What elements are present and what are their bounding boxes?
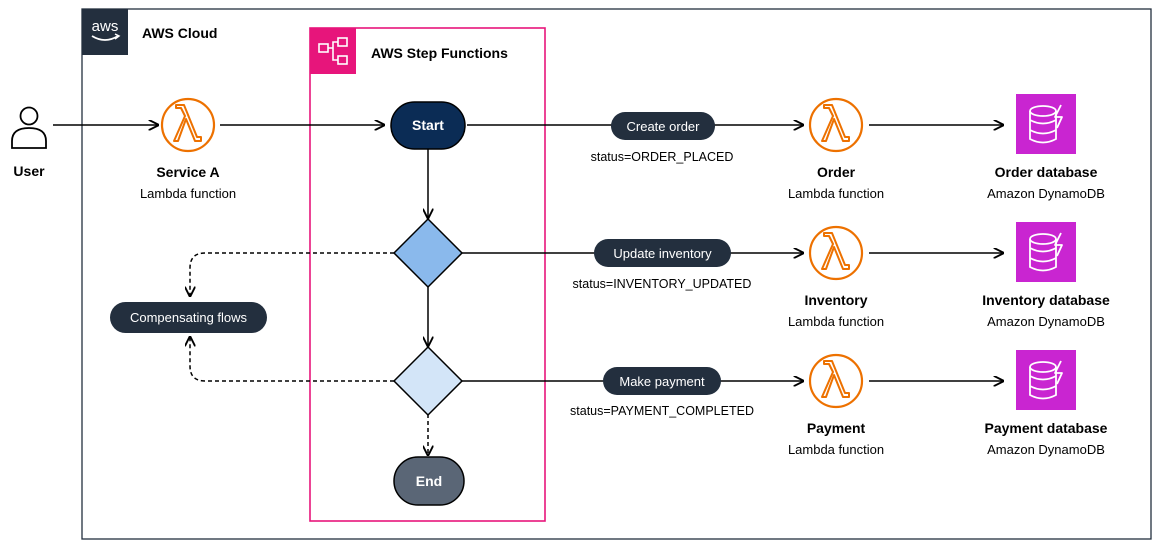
- status-text: status=ORDER_PLACED: [591, 150, 734, 164]
- service-a-subtitle: Lambda function: [140, 186, 236, 201]
- user: User: [11, 106, 47, 179]
- end-node: [393, 456, 465, 506]
- aws-logo-icon: [82, 9, 128, 55]
- dynamodb-icon: [1016, 94, 1076, 154]
- status-text: status=INVENTORY_UPDATED: [573, 277, 752, 291]
- db-title: Order database: [995, 164, 1098, 180]
- status-text: status=PAYMENT_COMPLETED: [570, 404, 754, 418]
- compensating-flows-pill: [110, 302, 267, 333]
- lambda-icon: [808, 225, 864, 281]
- end-label: End: [416, 473, 442, 489]
- compensating-flow-2-arrow: [190, 337, 394, 382]
- step-functions-group: AWS Step Functions: [309, 27, 546, 522]
- start-label: Start: [412, 117, 444, 133]
- step-pill-label: Update inventory: [613, 246, 712, 261]
- decision-node-1: [392, 217, 464, 289]
- dynamodb-icon: [1016, 350, 1076, 410]
- row-make-payment: Make payment status=PAYMENT_COMPLETED Pa…: [570, 350, 1108, 457]
- lambda-title: Order: [817, 164, 856, 180]
- aws-cloud-title: AWS Cloud: [142, 25, 217, 41]
- step-functions-border: [309, 27, 546, 522]
- start-node: [390, 101, 466, 150]
- row-create-order: Create order status=ORDER_PLACED Order L…: [591, 94, 1105, 201]
- lambda-subtitle: Lambda function: [788, 186, 884, 201]
- db-subtitle: Amazon DynamoDB: [987, 314, 1105, 329]
- aws-cloud-group: aws AWS Cloud: [81, 8, 1152, 540]
- db-title: Inventory database: [982, 292, 1110, 308]
- lambda-title: Payment: [807, 420, 866, 436]
- row-update-inventory: Update inventory status=INVENTORY_UPDATE…: [573, 222, 1110, 329]
- user-label: User: [13, 163, 45, 179]
- db-subtitle: Amazon DynamoDB: [987, 186, 1105, 201]
- lambda-subtitle: Lambda function: [788, 442, 884, 457]
- lambda-icon: [808, 353, 864, 409]
- lambda-icon: [160, 97, 216, 153]
- step-pill-make-payment: [603, 367, 721, 395]
- dynamodb-icon: [1016, 222, 1076, 282]
- step-pill-create-order: [611, 112, 715, 140]
- lambda-title: Inventory: [804, 292, 867, 308]
- step-pill-label: Make payment: [619, 374, 705, 389]
- step-pill-update-inventory: [594, 239, 731, 267]
- aws-cloud-border: [81, 8, 1152, 540]
- step-pill-label: Create order: [627, 119, 701, 134]
- start-state: Start: [390, 101, 466, 150]
- service-a: Service A Lambda function: [140, 97, 236, 201]
- user-icon: [11, 106, 47, 149]
- aws-logo-text: aws: [92, 18, 119, 35]
- step-functions-title: AWS Step Functions: [371, 45, 508, 61]
- compensating-flows: Compensating flows: [110, 302, 267, 333]
- db-subtitle: Amazon DynamoDB: [987, 442, 1105, 457]
- compensating-flow-1-arrow: [190, 252, 394, 296]
- decision-node-2: [392, 345, 464, 417]
- db-title: Payment database: [985, 420, 1108, 436]
- lambda-icon: [808, 97, 864, 153]
- service-a-title: Service A: [156, 164, 219, 180]
- lambda-subtitle: Lambda function: [788, 314, 884, 329]
- end-state: End: [393, 456, 465, 506]
- compensating-flows-label: Compensating flows: [130, 310, 248, 325]
